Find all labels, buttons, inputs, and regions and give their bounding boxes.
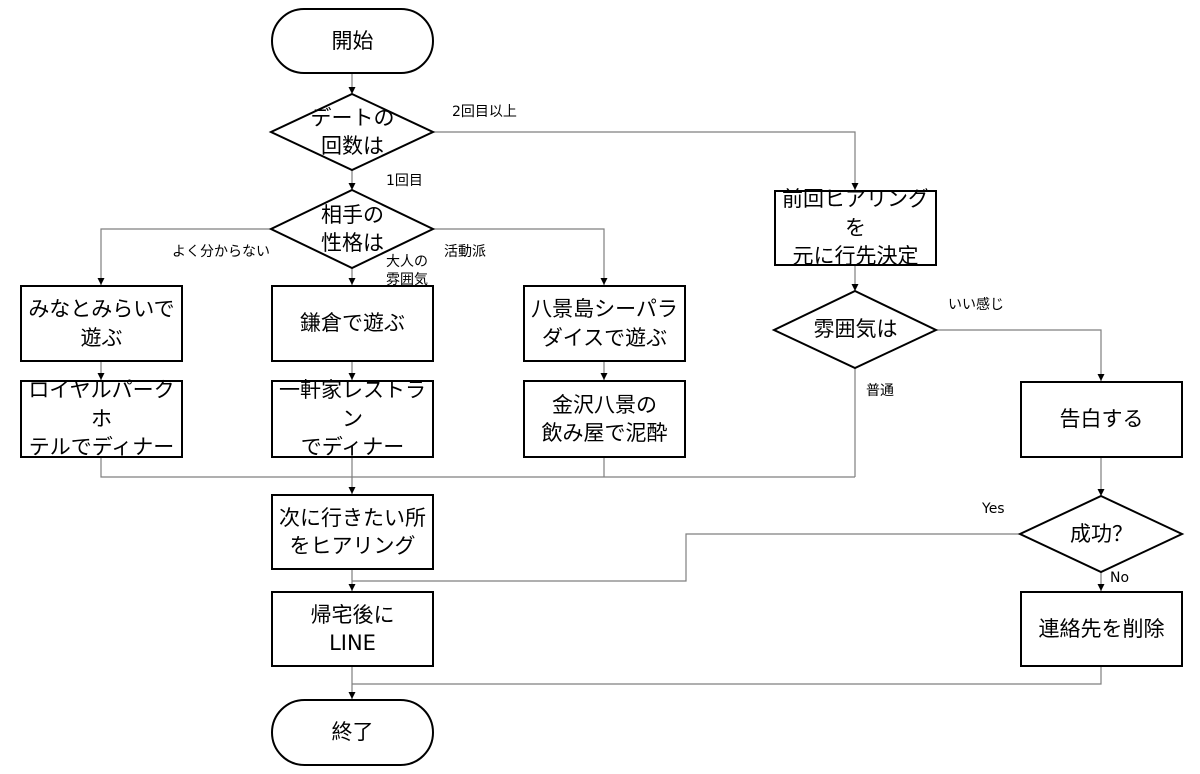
decision-personality-line2: 性格は [321, 231, 384, 255]
edge-label-adult-mood-line1: 大人の [386, 254, 428, 270]
decision-success: 成功？ [1020, 496, 1183, 572]
end-terminator: 終了 [271, 699, 434, 766]
process-royal-park-line1: ロイヤルパークホ [28, 378, 175, 431]
process-royal-park: ロイヤルパークホ テルでディナー [20, 378, 183, 460]
start-terminator: 開始 [271, 8, 434, 74]
decision-personality-line1: 相手の [321, 202, 384, 227]
process-hearing: 次に行きたい所 をヒアリング [271, 494, 434, 570]
process-ikkenya-line1: 一軒家レストラン [279, 378, 426, 431]
decision-personality: 相手の 性格は [271, 190, 434, 268]
process-confess: 告白する [1020, 381, 1183, 458]
process-minatomirai: みなとみらいで 遊ぶ [20, 285, 183, 362]
decision-success-shape [1017, 494, 1185, 574]
edge-label-good-feeling: いい感じ [948, 297, 1004, 313]
process-ikkenya-line2: でディナー [300, 435, 405, 460]
edge-royal-merge [100, 458, 855, 478]
edge-label-normal: 普通 [866, 383, 894, 399]
decision-date-count-line1: デートの [310, 105, 395, 130]
process-kanazawa-line2: 飲み屋で泥酔 [541, 421, 668, 445]
process-kamakura: 鎌倉で遊ぶ [271, 285, 434, 362]
process-decide-destination-line2: 元に行先決定 [792, 244, 919, 269]
decision-date-count: デートの 回数は [271, 94, 434, 170]
decision-personality-shape [268, 188, 436, 270]
decision-mood-label: 雰囲気は [813, 317, 898, 342]
process-delete-contact-label: 連絡先を削除 [1038, 616, 1165, 641]
process-delete-contact: 連絡先を削除 [1020, 591, 1183, 667]
process-confess-label: 告白する [1059, 407, 1144, 432]
process-kanazawa-line1: 金沢八景の [552, 392, 657, 417]
decision-date-count-line2: 回数は [321, 134, 384, 158]
edge-label-unknown: よく分からない [172, 244, 270, 260]
process-hakkeijima-line1: 八景島シーパラ [531, 297, 678, 322]
start-label: 開始 [331, 28, 374, 53]
process-hearing-line1: 次に行きたい所 [279, 505, 426, 530]
edge-count-second [433, 131, 859, 190]
process-kanazawa: 金沢八景の 飲み屋で泥酔 [523, 380, 686, 458]
edge-success-yes [352, 533, 1020, 582]
process-minatomirai-line1: みなとみらいで [28, 297, 175, 322]
process-minatomirai-line2: 遊ぶ [80, 325, 123, 350]
process-decide-destination: 前回ヒアリングを 元に行先決定 [774, 187, 937, 268]
process-ikkenya: 一軒家レストラン でディナー [271, 378, 434, 460]
process-kamakura-label: 鎌倉で遊ぶ [300, 311, 405, 336]
decision-date-count-shape [268, 92, 436, 172]
edge-label-adult-mood-line2: 雰囲気 [386, 271, 428, 288]
decision-mood-shape [771, 289, 939, 370]
edge-personality-unknown [97, 228, 271, 285]
process-hakkeijima: 八景島シーパラ ダイスで遊ぶ [523, 285, 686, 362]
process-line-line1: 帰宅後に [310, 602, 395, 627]
decision-success-label: 成功？ [1070, 521, 1133, 546]
decision-mood: 雰囲気は [774, 291, 937, 368]
process-hakkeijima-line2: ダイスで遊ぶ [541, 325, 668, 350]
edge-label-adult-mood: 大人の 雰囲気 [386, 254, 428, 289]
edge-mood-good [936, 329, 1105, 381]
process-line: 帰宅後に LINE [271, 591, 434, 667]
process-decide-destination-line1: 前回ヒアリングを [782, 187, 929, 240]
edge-label-active: 活動派 [444, 244, 486, 260]
edge-delete-merge [352, 667, 1102, 685]
process-royal-park-line2: テルでディナー [28, 435, 175, 460]
edge-label-first: 1回目 [386, 173, 423, 189]
process-line-line2: LINE [329, 631, 376, 655]
edge-label-no: No [1110, 570, 1130, 586]
edge-label-yes: Yes [982, 501, 1005, 517]
edge-personality-active [433, 228, 608, 285]
end-label: 終了 [331, 720, 374, 745]
process-hearing-line2: をヒアリング [289, 534, 416, 558]
edge-label-second-or-more: 2回目以上 [452, 104, 517, 120]
